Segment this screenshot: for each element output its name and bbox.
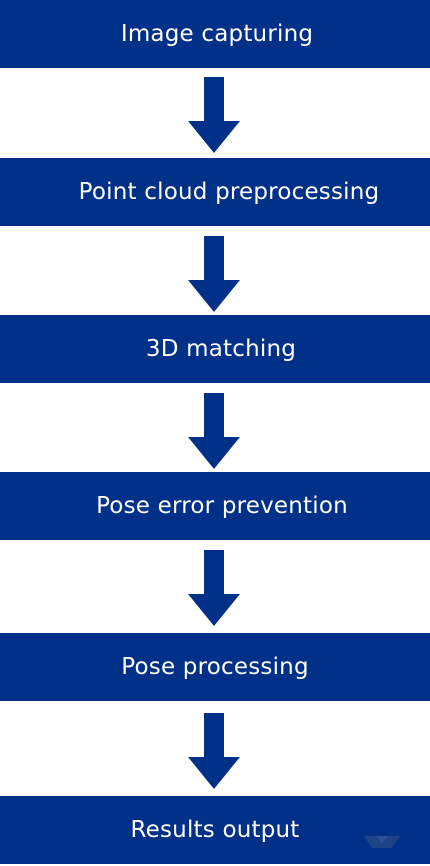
arrow-down-icon [188,713,240,789]
step-image-capturing: Image capturing [0,0,430,68]
arrow-down-icon [188,393,240,469]
step-label: 3D matching [145,336,297,362]
step-label: Results output [130,817,300,843]
arrow-down-icon [188,236,240,312]
step-label: Pose error prevention [96,493,348,519]
arrow-down-5 [188,713,240,789]
arrow-down-3 [188,393,240,469]
arrow-down-icon [188,550,240,626]
arrow-down-2 [188,236,240,312]
step-3d-matching: 3D matching [0,315,430,383]
step-label: Image capturing [120,21,314,47]
logo-icon [364,836,400,848]
mech-mind-watermark-logo [346,832,424,862]
step-pose-processing: Pose processing [0,633,430,701]
arrow-down-icon [188,77,240,153]
step-label: Point cloud preprocessing [78,179,380,205]
step-results-output: Results output [0,796,430,864]
step-point-cloud-preprocessing: Point cloud preprocessing [0,158,430,226]
arrow-down-1 [188,77,240,153]
step-label: Pose processing [121,654,309,680]
step-pose-error-prevention: Pose error prevention [0,472,430,540]
arrow-down-4 [188,550,240,626]
